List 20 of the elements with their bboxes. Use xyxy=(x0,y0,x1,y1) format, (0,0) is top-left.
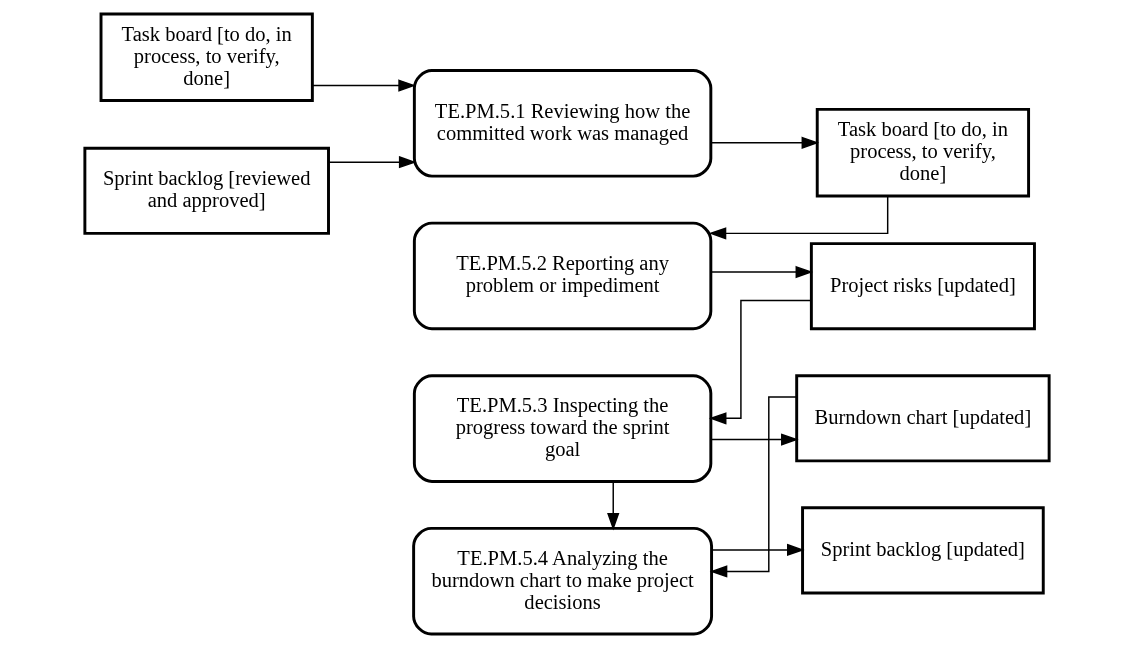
arrow xyxy=(327,156,417,169)
node-box: Sprint backlog [reviewed and approved] xyxy=(83,146,330,235)
arrow xyxy=(711,543,805,557)
arrow xyxy=(710,265,814,279)
node-box: TE.PM.5.3 Inspecting the progress toward the sprint goal xyxy=(412,374,713,483)
node-box: Sprint backlog [updated] xyxy=(801,506,1045,595)
arrow xyxy=(708,195,889,240)
node-box: Task board [to do, in process, to verify, done] xyxy=(815,107,1031,198)
node-box: Task board [to do, in process, to verify, done] xyxy=(99,12,314,102)
arrow xyxy=(708,299,812,425)
arrow xyxy=(709,396,798,578)
arrow xyxy=(607,480,620,531)
node-box: Burndown chart [updated] xyxy=(795,374,1051,463)
node-box: TE.PM.5.1 Reviewing how the committed work was managed xyxy=(412,69,713,178)
arrow xyxy=(710,136,820,149)
node-box: TE.PM.5.2 Reporting any problem or impediment xyxy=(412,221,713,331)
node-box: TE.PM.5.4 Analyzing the burndown chart to make project decisions xyxy=(412,526,714,636)
arrow xyxy=(710,433,799,446)
arrow xyxy=(311,79,416,92)
node-box: Project risks [updated] xyxy=(809,242,1036,331)
